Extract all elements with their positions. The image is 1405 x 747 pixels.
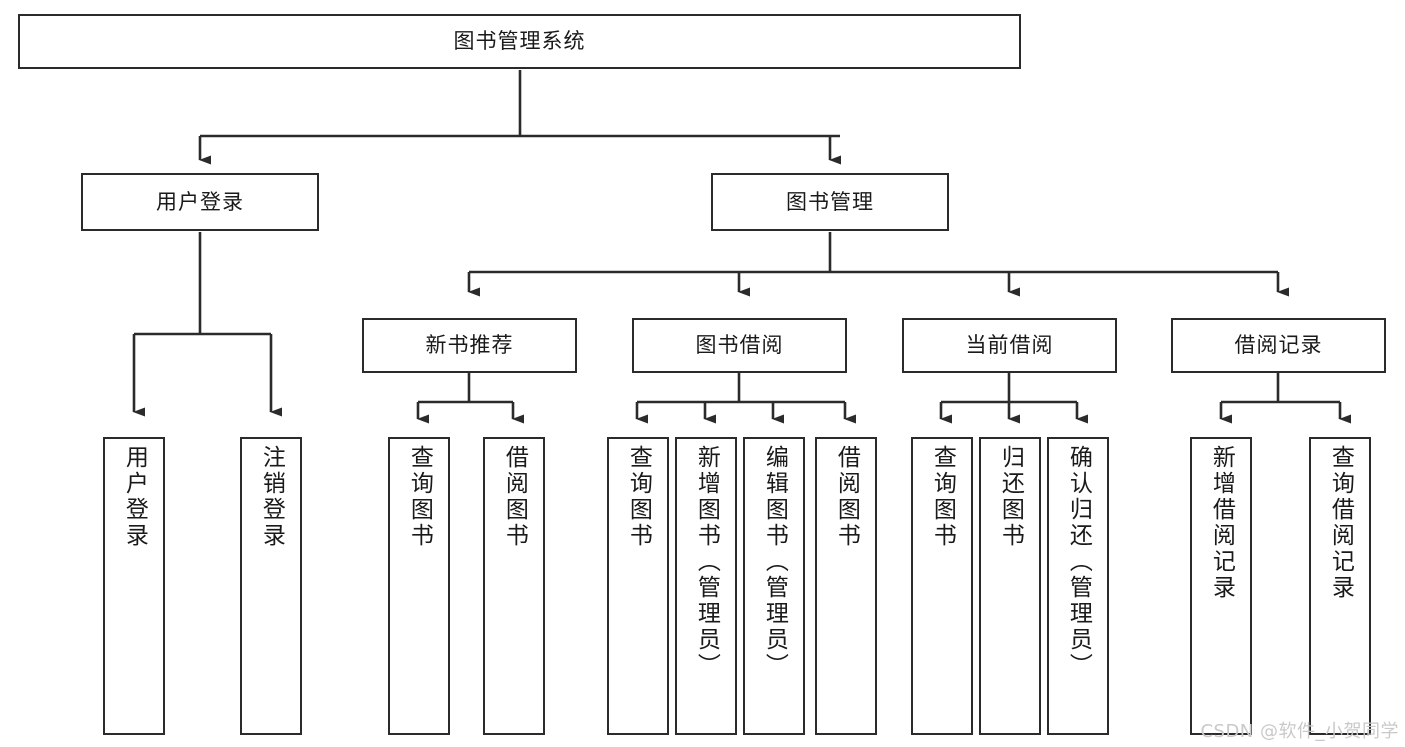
node-borrow-records-label: 借阅记录 (1234, 333, 1323, 358)
node-leaf-edit-book-admin-label: 编辑图书（管理员） (761, 445, 788, 679)
node-leaf-query-books-new[interactable]: 查询图书 (388, 437, 450, 735)
node-current-borrow[interactable]: 当前借阅 (902, 318, 1117, 373)
node-book-management[interactable]: 图书管理 (711, 173, 949, 231)
node-book-borrow-label: 图书借阅 (695, 333, 784, 358)
node-leaf-borrow-books-new[interactable]: 借阅图书 (483, 437, 545, 735)
node-leaf-borrow-books-new-label: 借阅图书 (501, 445, 528, 549)
node-leaf-query-books-new-label: 查询图书 (406, 445, 433, 549)
node-leaf-return-books-label: 归还图书 (997, 445, 1024, 549)
node-current-borrow-label: 当前借阅 (965, 333, 1054, 358)
node-leaf-borrow-books-label: 借阅图书 (833, 445, 860, 549)
node-leaf-add-borrow-record-label: 新增借阅记录 (1208, 445, 1235, 601)
node-user-login-label: 用户登录 (156, 189, 244, 214)
node-book-borrow[interactable]: 图书借阅 (632, 318, 847, 373)
node-leaf-confirm-return-admin[interactable]: 确认归还（管理员） (1047, 437, 1109, 735)
node-leaf-query-books-borrow-label: 查询图书 (625, 445, 652, 549)
node-leaf-user-login-label: 用户登录 (121, 445, 148, 549)
watermark-text: CSDN @软件_小贺同学 (1200, 721, 1399, 742)
node-leaf-query-books-current-label: 查询图书 (929, 445, 956, 549)
node-new-book-recommendation-label: 新书推荐 (425, 333, 514, 358)
node-leaf-add-borrow-record[interactable]: 新增借阅记录 (1190, 437, 1252, 735)
node-leaf-confirm-return-admin-label: 确认归还（管理员） (1065, 445, 1092, 679)
node-leaf-borrow-books[interactable]: 借阅图书 (815, 437, 877, 735)
node-leaf-query-borrow-record[interactable]: 查询借阅记录 (1309, 437, 1371, 735)
node-leaf-logout-label: 注销登录 (258, 445, 285, 549)
node-leaf-query-books-current[interactable]: 查询图书 (911, 437, 973, 735)
node-leaf-logout[interactable]: 注销登录 (240, 437, 302, 735)
node-root[interactable]: 图书管理系统 (18, 14, 1021, 69)
node-leaf-user-login[interactable]: 用户登录 (103, 437, 165, 735)
node-leaf-edit-book-admin[interactable]: 编辑图书（管理员） (743, 437, 805, 735)
node-user-login[interactable]: 用户登录 (81, 173, 319, 231)
node-leaf-add-book-admin[interactable]: 新增图书（管理员） (675, 437, 737, 735)
node-leaf-return-books[interactable]: 归还图书 (979, 437, 1041, 735)
node-leaf-add-book-admin-label: 新增图书（管理员） (693, 445, 720, 679)
node-leaf-query-borrow-record-label: 查询借阅记录 (1327, 445, 1354, 601)
node-root-label: 图书管理系统 (453, 29, 586, 54)
node-borrow-records[interactable]: 借阅记录 (1171, 318, 1386, 373)
node-new-book-recommendation[interactable]: 新书推荐 (362, 318, 577, 373)
node-leaf-query-books-borrow[interactable]: 查询图书 (607, 437, 669, 735)
node-book-management-label: 图书管理 (786, 189, 874, 214)
